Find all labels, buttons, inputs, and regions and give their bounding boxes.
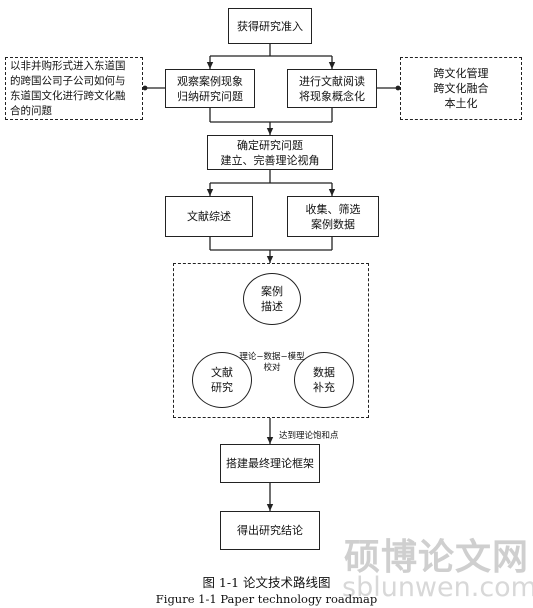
theory-keywords-note: 跨文化管理 跨文化融合 本土化: [400, 57, 522, 120]
research-question-text: 以非并购形式进入东道国 的跨国公司子公司如何与 东道国文化进行跨文化融 合的问题: [10, 59, 126, 117]
literature-read-box: 进行文献阅读 将现象概念化: [287, 69, 377, 108]
figure-caption-en: Figure 1-1 Paper technology roadmap: [155, 592, 378, 606]
define-question-box: 确定研究问题 建立、完善理论视角: [207, 135, 333, 170]
collect-data-box: 收集、筛选 案例数据: [287, 196, 379, 237]
collect-data-label: 收集、筛选 案例数据: [305, 202, 361, 231]
build-framework-box: 搭建最终理论框架: [220, 444, 320, 483]
observe-box: 观察案例现象 归纳研究问题: [165, 69, 255, 108]
data-supplement-node: 数据 补充: [294, 352, 354, 408]
literature-study-node: 文献 研究: [192, 352, 252, 408]
literature-review-box: 文献综述: [165, 196, 253, 237]
conclusion-box: 得出研究结论: [220, 511, 320, 550]
conclusion-label: 得出研究结论: [237, 524, 303, 537]
figure-caption-cn: 图 1-1 论文技术路线图: [202, 575, 331, 590]
access-label: 获得研究准入: [237, 19, 303, 33]
literature-study-label: 文献 研究: [211, 366, 233, 394]
literature-review-label: 文献综述: [187, 210, 231, 223]
case-description-label: 案例 描述: [261, 285, 283, 313]
theory-data-model-label: 理论−数据−模型 校对: [239, 352, 305, 373]
watermark-logo: 硕博论文网 sblunwen.com: [338, 528, 533, 606]
literature-read-label: 进行文献阅读 将现象概念化: [299, 74, 365, 103]
watermark-en: sblunwen.com: [342, 572, 533, 603]
watermark-cn: 硕博论文网: [344, 537, 530, 578]
access-box: 获得研究准入: [228, 8, 312, 44]
build-framework-label: 搭建最终理论框架: [226, 457, 314, 470]
case-description-node: 案例 描述: [243, 273, 301, 325]
research-question-note: 以非并购形式进入东道国 的跨国公司子公司如何与 东道国文化进行跨文化融 合的问题: [5, 57, 143, 120]
define-question-label: 确定研究问题 建立、完善理论视角: [220, 138, 320, 167]
data-supplement-label: 数据 补充: [313, 366, 335, 394]
theory-keywords-text: 跨文化管理 跨文化融合 本土化: [433, 67, 489, 110]
observe-label: 观察案例现象 归纳研究问题: [177, 74, 243, 103]
saturation-label: 达到理论饱和点: [279, 431, 339, 441]
